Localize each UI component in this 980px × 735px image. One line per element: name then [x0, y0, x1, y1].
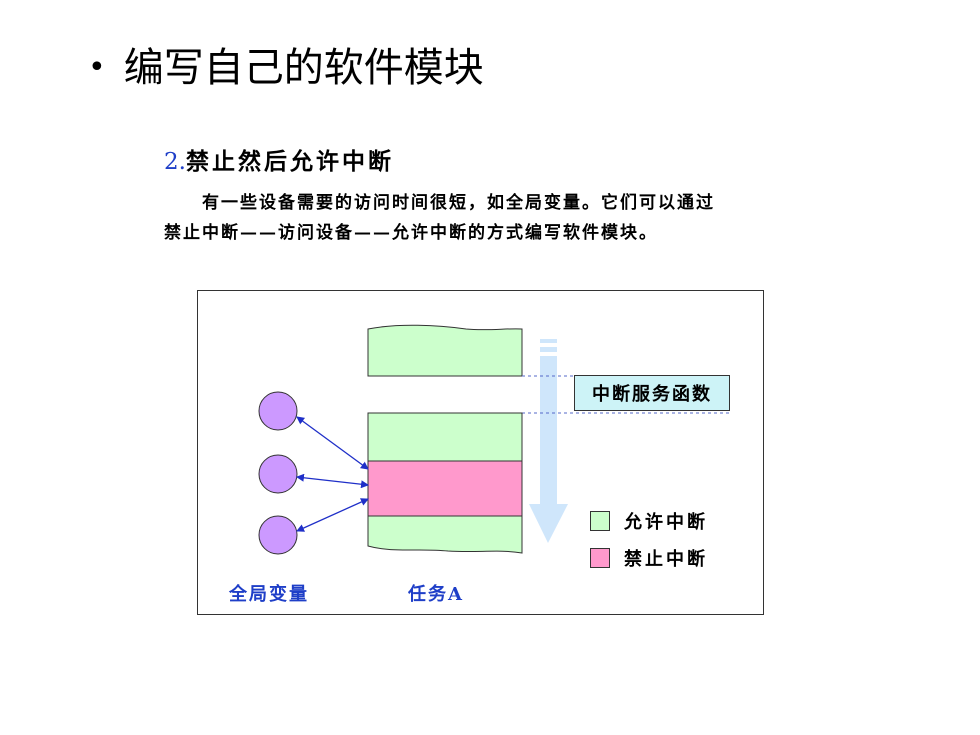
- bullet-icon: •: [88, 50, 106, 85]
- access-arrow: [296, 416, 369, 470]
- section-heading: 2.禁止然后允许中断: [164, 142, 394, 176]
- global-variable-caption: 全局变量: [229, 584, 309, 605]
- section-number: 2.: [164, 149, 186, 175]
- task-segment-top: [367, 324, 523, 377]
- isr-box: 中断服务函数: [574, 375, 730, 411]
- global-variable-circle: [258, 454, 298, 494]
- diagram-frame: [197, 290, 764, 615]
- access-arrow: [296, 473, 369, 489]
- paragraph-line-2: 禁止中断——访问设备——允许中断的方式编写软件模块。: [164, 223, 658, 243]
- description-paragraph: 有一些设备需要的访问时间很短，如全局变量。它们可以通过 禁止中断——访问设备——…: [164, 188, 884, 248]
- access-arrow: [296, 498, 369, 532]
- global-variable-circle: [258, 515, 298, 555]
- legend-item-enabled: 允许中断: [590, 508, 708, 534]
- legend-swatch-enabled: [590, 511, 610, 531]
- slide-title: 编写自己的软件模块: [123, 45, 484, 91]
- task-caption: 任务A: [408, 584, 464, 605]
- legend-item-disabled: 禁止中断: [590, 545, 708, 571]
- legend-label-disabled: 禁止中断: [624, 549, 708, 570]
- task-segment-enabled-after: [367, 515, 523, 554]
- global-variable-circle: [258, 391, 298, 431]
- flow-down-arrow: [529, 339, 568, 543]
- diagram-canvas: [258, 324, 731, 555]
- paragraph-line-1: 有一些设备需要的访问时间很短，如全局变量。它们可以通过: [202, 193, 715, 213]
- legend-label-enabled: 允许中断: [624, 512, 708, 533]
- title-line: • 编写自己的软件模块: [88, 48, 484, 88]
- task-segment-enabled-before: [367, 412, 523, 462]
- task-segment-disabled: [367, 460, 523, 517]
- legend-swatch-disabled: [590, 548, 610, 568]
- section-heading-text: 禁止然后允许中断: [185, 148, 394, 175]
